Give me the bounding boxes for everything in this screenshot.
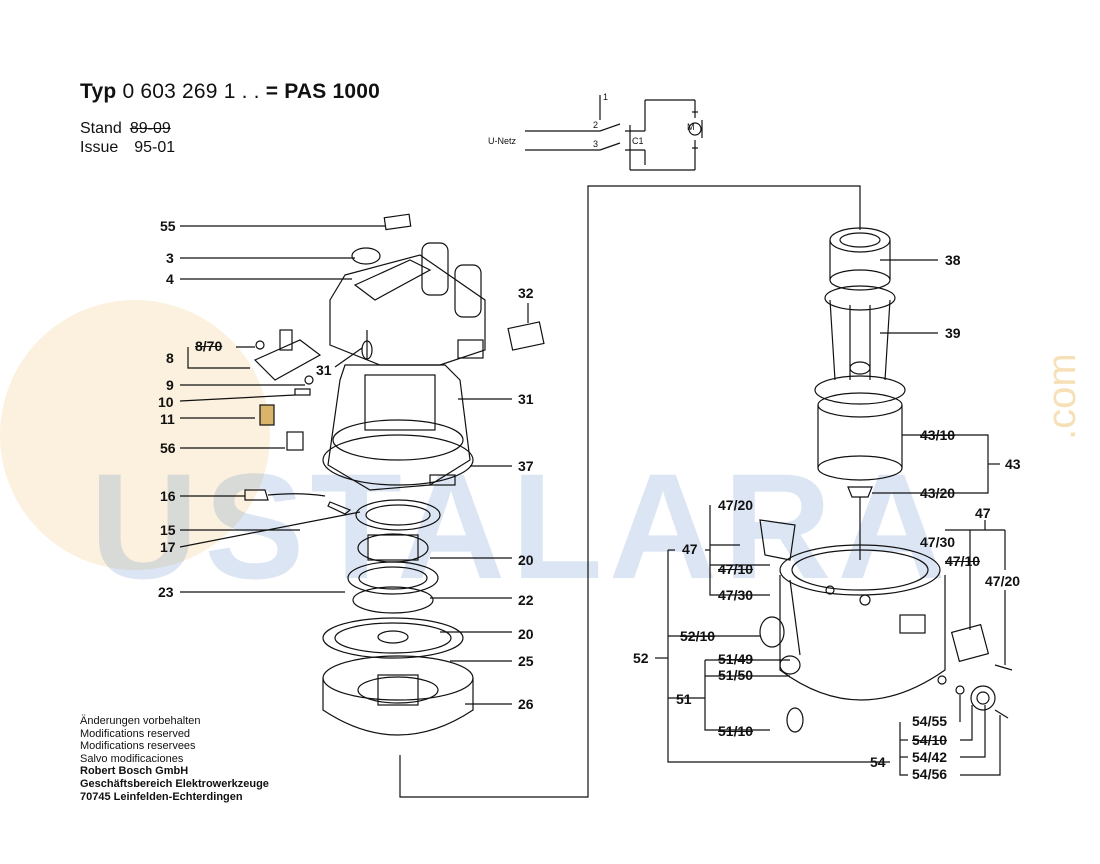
- part-label-43-20: 43/20: [920, 485, 956, 501]
- footer-line-fr: Modifications reservees: [80, 740, 196, 753]
- circuit-supply-label: U-Netz: [488, 136, 517, 146]
- filter-assembly: [814, 227, 906, 560]
- part-label-25: 25: [518, 653, 534, 669]
- issue-value: 95-01: [134, 139, 176, 156]
- part-label-22: 22: [518, 592, 534, 608]
- typ-number: 0 603 269 1 . .: [122, 80, 260, 103]
- circuit-terminal-1: 1: [603, 92, 609, 102]
- part-label-47-left: 47: [682, 541, 698, 557]
- part-label-54-56: 54/56: [912, 766, 948, 782]
- part-label-47-10-left: 47/10: [718, 561, 754, 577]
- part-label-31-upper: 31: [316, 362, 332, 378]
- equals-sign: =: [265, 80, 279, 103]
- part-label-8-70: 8/70: [195, 338, 223, 354]
- part-label-47-20-left: 47/20: [718, 497, 754, 513]
- circuit-capacitor-label: C1: [632, 136, 644, 146]
- part-label-52: 52: [633, 650, 649, 666]
- part-label-51-50: 51/50: [718, 667, 754, 683]
- part-label-47-30-right: 47/30: [920, 534, 956, 550]
- part-label-32: 32: [518, 285, 534, 301]
- circuit-terminal-2: 2: [593, 120, 599, 130]
- circuit-diagram: [525, 95, 703, 171]
- part-label-47-right: 47: [975, 505, 991, 521]
- part-label-11: 11: [160, 411, 175, 427]
- part-label-47-10-right: 47/10: [945, 553, 981, 569]
- footer-company: Robert Bosch GmbH: [80, 765, 189, 778]
- part-label-17: 17: [160, 539, 176, 555]
- motor-cover: [322, 213, 486, 736]
- model-name: PAS 1000: [284, 80, 381, 103]
- part-label-51-49: 51/49: [718, 651, 754, 667]
- part-label-26: 26: [518, 696, 534, 712]
- tank-housing: [759, 519, 1013, 733]
- part-label-4: 4: [166, 271, 174, 287]
- stand-label: Stand: [80, 120, 122, 137]
- part-label-39: 39: [945, 325, 961, 341]
- part-label-51-10: 51/10: [718, 723, 754, 739]
- part-label-8: 8: [166, 350, 174, 366]
- part-label-47-20-right: 47/20: [985, 573, 1021, 589]
- part-label-51: 51: [676, 691, 692, 707]
- connector-line: [399, 185, 861, 798]
- part-label-54-42: 54/42: [912, 749, 948, 765]
- part-label-3: 3: [166, 250, 174, 266]
- part-label-54-55: 54/55: [912, 713, 948, 729]
- part-label-20-lower: 20: [518, 626, 534, 642]
- part-label-37: 37: [518, 458, 534, 474]
- leader-lines-left: [179, 225, 529, 705]
- part-label-56: 56: [160, 440, 176, 456]
- part-label-38: 38: [945, 252, 961, 268]
- part-label-10: 10: [158, 394, 174, 410]
- part-label-9: 9: [166, 377, 174, 393]
- stand-issue-block: Stand 89-09 Issue 95-01: [80, 119, 175, 157]
- typ-label: Typ: [80, 80, 117, 103]
- part-label-54: 54: [870, 754, 886, 770]
- footer-address: 70745 Leinfelden-Echterdingen: [80, 790, 243, 803]
- part-label-15: 15: [160, 522, 176, 538]
- part-label-23: 23: [158, 584, 174, 600]
- part-label-54-10: 54/10: [912, 732, 948, 748]
- leader-lines-right: [655, 259, 1006, 776]
- stand-old-value: 89-09: [129, 120, 171, 137]
- part-label-20-upper: 20: [518, 552, 534, 568]
- page-title: Typ 0 603 269 1 . . = PAS 1000: [80, 80, 380, 104]
- circuit-motor-label: M: [687, 122, 695, 132]
- part-label-43-10: 43/10: [920, 427, 956, 443]
- part-label-55: 55: [160, 218, 176, 234]
- part-label-16: 16: [160, 488, 176, 504]
- watermark-text: USTALARA: [90, 442, 952, 610]
- issue-label: Issue: [80, 139, 119, 156]
- part-label-31-lower: 31: [518, 391, 534, 407]
- footer-division: Geschäftsbereich Elektrowerkzeuge: [80, 777, 269, 790]
- part-label-43: 43: [1005, 456, 1021, 472]
- switch-assembly: [244, 321, 545, 515]
- footer-line-en: Modifications reserved: [80, 727, 191, 740]
- part-label-47-30-left: 47/30: [718, 587, 754, 603]
- footer-line-es: Salvo modificaciones: [80, 752, 184, 765]
- watermark-circle: [0, 300, 270, 570]
- footer-block: Änderungen vorbehalten Modifications res…: [80, 715, 269, 803]
- footer-line-de: Änderungen vorbehalten: [80, 715, 201, 727]
- part-label-52-10: 52/10: [680, 628, 716, 644]
- circuit-terminal-3: 3: [593, 139, 599, 149]
